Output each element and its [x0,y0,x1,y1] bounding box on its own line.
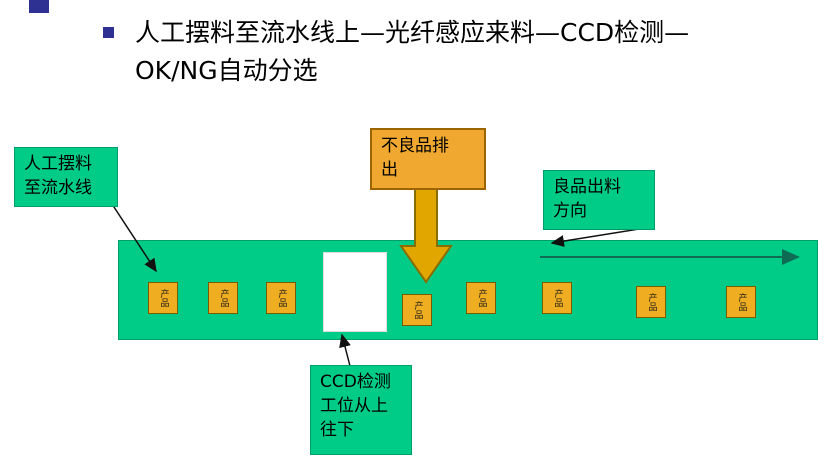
callout-ccd-line-3: 往下 [320,419,354,440]
product-label: 产品 [736,293,747,311]
product-block: 产品 [208,282,238,314]
product-block: 产品 [148,282,178,314]
callout-ccd-line-2: 工位从上 [320,395,388,416]
product-block: 产品 [636,286,666,318]
callout-ccd-line-1: CCD检测 [320,372,391,392]
product-label: 产品 [476,289,487,307]
callout-good-output: 良品出料 方向 [543,170,655,230]
callout-good-output-line-2: 方向 [553,200,587,221]
callout-defect-line-1: 不良品排 [381,136,449,156]
callout-defect-line-2: 出 [381,159,398,180]
product-label: 产品 [412,301,423,319]
product-label: 产品 [158,289,169,307]
product-block: 产品 [726,286,756,318]
slide-corner-decoration [29,0,49,13]
callout-manual-feed-line-2: 至流水线 [24,177,92,198]
product-block: 产品 [466,282,496,314]
callout-manual-feed-line-1: 人工摆料 [24,154,92,174]
product-label: 产品 [218,289,229,307]
product-block: 产品 [266,282,296,314]
slide-title: 人工摆料至流水线上—光纤感应来料—CCD检测— OK/NG自动分选 [135,14,689,90]
product-label: 产品 [276,289,287,307]
title-line-1: 人工摆料至流水线上—光纤感应来料—CCD检测— [135,18,690,47]
callout-defect-discharge: 不良品排 出 [370,128,486,190]
product-block: 产品 [542,282,572,314]
callout-good-output-line-1: 良品出料 [553,177,621,197]
bullet-square-icon [103,27,114,38]
callout-ccd-station: CCD检测 工位从上 往下 [310,365,412,455]
product-block: 产品 [402,294,432,326]
product-label: 产品 [646,293,657,311]
product-label: 产品 [552,289,563,307]
ccd-inspection-window [323,252,387,332]
callout-manual-feed: 人工摆料 至流水线 [14,147,118,207]
title-line-2: OK/NG自动分选 [135,56,318,85]
